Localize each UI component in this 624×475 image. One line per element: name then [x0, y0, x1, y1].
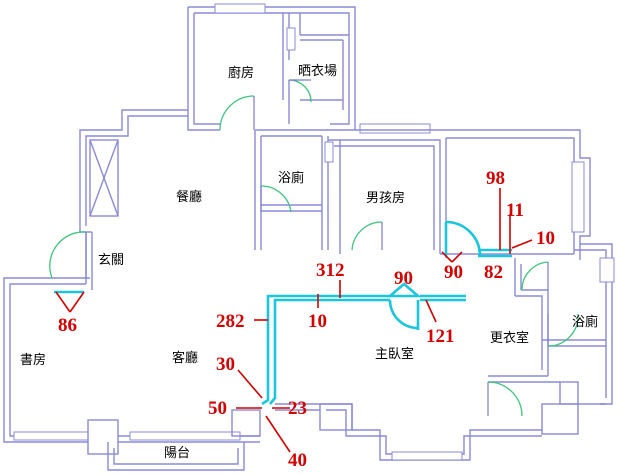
- room-label-master-bedroom: 主臥室: [375, 346, 414, 362]
- room-label-living: 客廳: [172, 350, 198, 366]
- dimension-labels: 98 11 10 90 82 312 90 86 282 10 121 30 5…: [58, 168, 555, 471]
- dimension-40: 40: [288, 450, 307, 471]
- kitchen-window: [214, 3, 266, 14]
- room-label-foyer: 玄關: [98, 253, 124, 268]
- dimension-10-left: 10: [308, 311, 327, 332]
- dimension-121: 121: [426, 326, 455, 347]
- highlighted-walls: [54, 220, 512, 406]
- room-label-dressing-room: 更衣室: [490, 330, 529, 346]
- room-label-kitchen: 廚房: [228, 65, 254, 81]
- room-label-bath-b: 浴廁: [572, 314, 598, 330]
- room-label-study: 書房: [20, 352, 46, 368]
- room-label-boys-room: 男孩房: [366, 190, 405, 206]
- dimension-90-mid: 90: [394, 268, 413, 289]
- dimension-marks: [55, 188, 533, 453]
- column-box: [89, 139, 119, 217]
- room-labels: 廚房 晒衣場 餐廳 浴廁 男孩房 玄關 書房 客廳 主臥室 更衣室 浴廁 陽台: [20, 63, 598, 461]
- room-label-balcony: 陽台: [164, 446, 190, 461]
- dimension-282: 282: [216, 311, 245, 332]
- room-label-dining: 餐廳: [176, 189, 202, 205]
- dimension-312: 312: [316, 260, 345, 281]
- dimension-90-left: 90: [444, 262, 463, 283]
- dimension-98: 98: [486, 168, 505, 189]
- dimension-10-right: 10: [536, 228, 555, 249]
- room-label-laundry: 晒衣場: [298, 63, 337, 79]
- dimension-50: 50: [208, 398, 227, 419]
- dimension-11: 11: [506, 200, 524, 221]
- room-label-bath-a: 浴廁: [278, 170, 304, 186]
- doors: [49, 79, 579, 417]
- dimension-86: 86: [58, 315, 77, 336]
- dimension-82: 82: [484, 262, 503, 283]
- walls: [3, 3, 615, 471]
- dimension-30: 30: [216, 354, 235, 375]
- dimension-23: 23: [288, 398, 307, 419]
